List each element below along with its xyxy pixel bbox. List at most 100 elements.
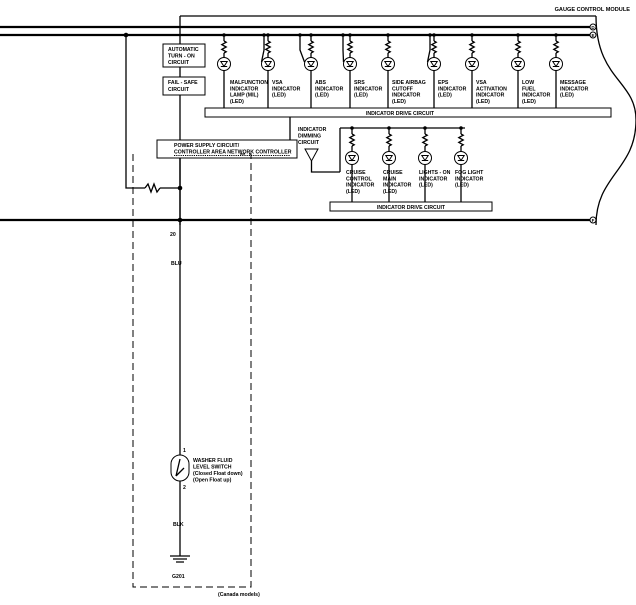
terminal-e-label: E [591,33,594,38]
indicator-label-line: INDICATOR [438,86,467,92]
indicator-label-line: INDICATOR [272,86,301,92]
dimming-circuit: INDICATOR DIMMING CIRCUIT [298,127,465,173]
indicator-label-line: VSA [272,80,283,86]
left-wiring [123,32,183,310]
upper-indicator-group: INDICATOR DRIVE CIRCUIT MALFUNCTIONINDIC… [204,33,612,140]
indicator-label-line: ABS [315,80,326,86]
indicator-label-line: (LED) [346,189,360,195]
svg-text:(Open Float up): (Open Float up) [193,478,232,484]
svg-text:POWER SUPPLY CIRCUIT/: POWER SUPPLY CIRCUIT/ [174,143,240,149]
indicator-label-line: (LED) [560,93,574,99]
svg-text:AUTOMATIC: AUTOMATIC [168,47,199,53]
indicator-label-line: MALFUNCTION [230,80,268,86]
indicator-label-line: INDICATOR [392,93,421,99]
switch-pin-top: 1 [183,448,186,454]
svg-text:WASHER FLUID: WASHER FLUID [193,458,233,464]
indicator-label-line: INDICATOR [560,86,589,92]
indicator-label-line: INDICATOR [522,93,551,99]
canada-note: (Canada models) [218,592,260,598]
indicator-label-line: CONTROL [346,176,372,182]
indicator-label-line: SIDE AIRBAG [392,80,426,86]
indicator-label-line: (LED) [383,189,397,195]
indicator-label-line: INDICATOR [315,86,344,92]
switch-pin-bottom: 2 [183,485,186,491]
indicator-label-line: INDICATOR [346,183,375,189]
terminal-d-marker [589,23,597,31]
indicator-label-line: LOW [522,80,534,86]
indicator-label-line: EPS [438,80,449,86]
terminal-d-label: D [591,25,595,30]
upper-drive-label: INDICATOR DRIVE CIRCUIT [366,111,435,117]
indicator-label-line: (LED) [476,99,490,105]
indicator-label-line: INDICATOR [476,93,505,99]
svg-text:INDICATOR: INDICATOR [298,127,327,133]
wire-color-bottom: BLK [173,522,184,528]
indicator-label-line: FUEL [522,86,536,92]
indicator-label-line: LIGHTS - ON [419,170,451,176]
lower-indicator-group: INDICATOR DRIVE CIRCUIT CRUISECONTROLIND… [329,126,493,212]
svg-text:FAIL - SAFE: FAIL - SAFE [168,80,198,86]
wire-color-top: BLU [171,261,182,267]
indicator-label-line: INDICATOR [419,176,448,182]
indicator-label-line: (LED) [522,99,536,105]
indicator-label-line: (LED) [455,183,469,189]
indicator-label-line: (LED) [230,99,244,105]
fail-safe-circuit: FAIL - SAFE CIRCUIT [162,76,206,96]
indicator-label-line: INDICATOR [230,86,259,92]
indicator-label-line: (LED) [419,183,433,189]
indicator-label-line: (LED) [354,93,368,99]
terminal-e-marker [589,31,597,39]
ground-label: G201 [172,574,185,580]
svg-text:CONTROLLER AREA NETWORK CONTRO: CONTROLLER AREA NETWORK CONTROLLER [174,150,292,156]
indicator-label-line: (LED) [392,99,406,105]
module-title: GAUGE CONTROL MODULE [555,7,631,13]
lower-drive-label: INDICATOR DRIVE CIRCUIT [377,205,446,211]
indicator-label-line: INDICATOR [354,86,383,92]
indicator-label-line: (LED) [315,93,329,99]
auto-turn-on-circuit: AUTOMATIC TURN - ON CIRCUIT [162,43,206,68]
indicator-label-line: CUTOFF [392,86,413,92]
indicator-label-line: FOG LIGHT [455,170,484,176]
indicator-label-line: CRUISE [383,170,403,176]
svg-text:TURN - ON: TURN - ON [168,54,195,60]
power-supply-circuit: POWER SUPPLY CIRCUIT/ CONTROLLER AREA NE… [156,139,298,159]
indicator-label-line: CRUISE [346,170,366,176]
indicator-label-line: ACTIVATION [476,86,507,92]
upper-drive-box [204,107,612,118]
bus-lines: D E F [0,23,597,224]
svg-text:CIRCUIT: CIRCUIT [168,60,190,66]
indicator-label-line: (LED) [272,93,286,99]
svg-text:LEVEL SWITCH: LEVEL SWITCH [193,465,232,471]
indicator-label-line: LAMP (MIL) [230,93,259,99]
indicator-label-line: MESSAGE [560,80,586,86]
svg-text:CIRCUIT: CIRCUIT [168,87,190,93]
lower-drive-box [329,201,493,212]
terminal-f-label: F [592,218,595,223]
indicator-label-line: SRS [354,80,365,86]
svg-text:DIMMING: DIMMING [298,134,321,140]
canada-models-outline [132,153,252,588]
indicator-label-line: VSA [476,80,487,86]
terminal-f-marker [589,216,597,224]
wire-pin: 20 [170,232,176,238]
indicator-label-line: (LED) [438,93,452,99]
svg-text:CIRCUIT: CIRCUIT [298,140,320,146]
indicator-label-line: MAIN [383,176,397,182]
indicator-label-line: INDICATOR [383,183,412,189]
svg-text:(Closed Float down): (Closed Float down) [193,471,243,477]
indicator-label-line: INDICATOR [455,176,484,182]
